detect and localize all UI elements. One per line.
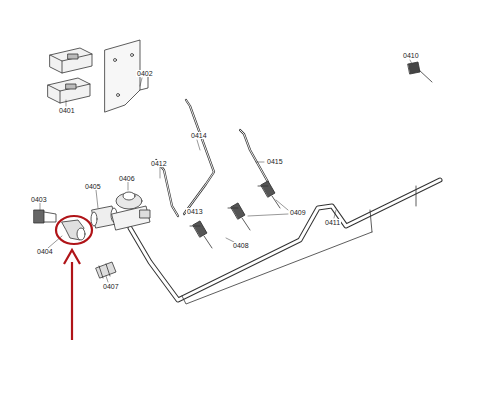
callout-number: 0407 [102, 283, 120, 290]
callout-number: 0415 [266, 158, 284, 165]
callout-number: 0405 [84, 183, 102, 190]
callout-number: 0411 [324, 219, 341, 226]
callout-number: 0412 [150, 160, 168, 167]
callout-number: 0406 [118, 175, 136, 182]
callout-number: 0409 [289, 209, 307, 216]
callout-number: 0413 [186, 208, 204, 215]
callout-number: 0404 [36, 248, 54, 255]
callout-number: 0414 [190, 132, 208, 139]
callout-number: 0410 [402, 52, 420, 59]
callout-number: 0403 [30, 196, 48, 203]
callout-number: 0401 [58, 107, 76, 114]
callout-number: 0408 [232, 242, 250, 249]
callout-number: 0402 [136, 70, 154, 77]
